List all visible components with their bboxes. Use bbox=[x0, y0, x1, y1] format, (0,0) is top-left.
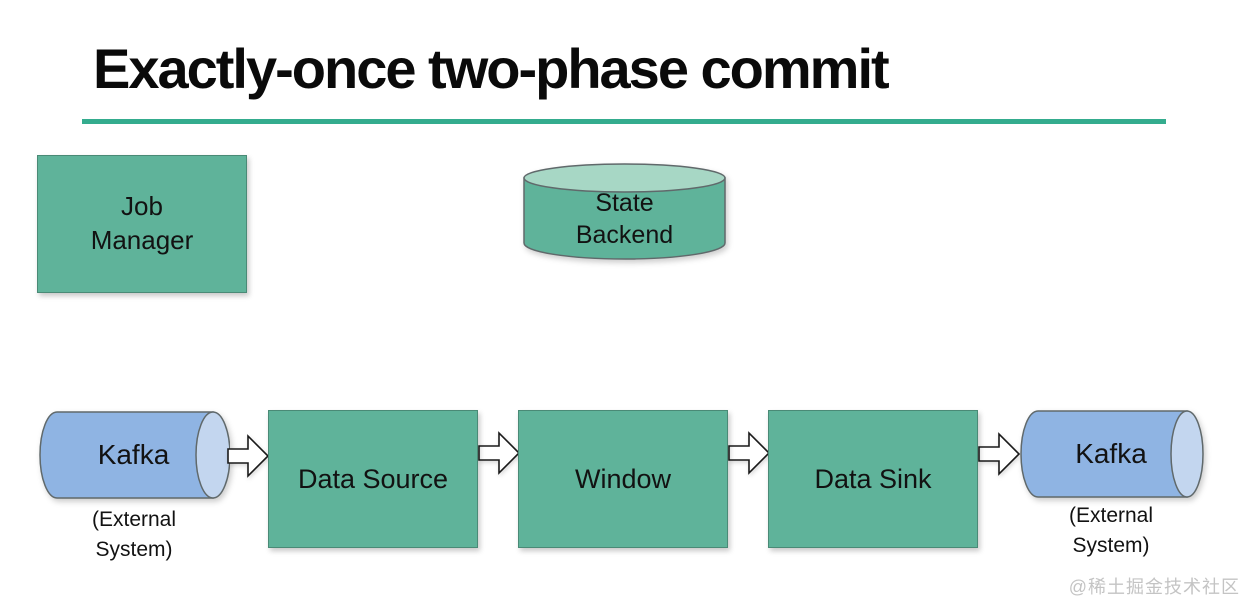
arrow-shape bbox=[227, 434, 269, 478]
cylinder-cap bbox=[1170, 410, 1204, 498]
cylinder-body bbox=[523, 177, 726, 260]
window-label: Window bbox=[574, 463, 672, 494]
node-kafka-sink: Kafka bbox=[1018, 409, 1204, 499]
arrow-shape bbox=[978, 432, 1020, 476]
pipe-cylinder-icon bbox=[1020, 410, 1204, 498]
arrow-shape bbox=[478, 431, 520, 475]
cylinder-body bbox=[1020, 410, 1188, 498]
flow-arrow-icon bbox=[978, 432, 1020, 476]
pipe-cylinder-icon bbox=[39, 411, 230, 499]
state-backend-label: State Backend bbox=[575, 188, 674, 250]
flow-arrow-icon bbox=[227, 434, 269, 478]
cylinder-body bbox=[39, 411, 214, 499]
kafka-source-label: Kafka bbox=[97, 439, 170, 470]
cylinder-top bbox=[523, 163, 726, 193]
job-manager-label: Job Manager bbox=[90, 191, 194, 255]
kafka-source-external-note: (External System) bbox=[91, 508, 177, 561]
node-state-backend: State Backend bbox=[522, 162, 727, 262]
data-source-label: Data Source bbox=[297, 463, 449, 494]
kafka-sink-label: Kafka bbox=[1075, 438, 1147, 469]
flow-arrow-icon bbox=[728, 431, 770, 475]
flow-arrow-icon bbox=[478, 431, 520, 475]
cylinder-cap bbox=[195, 411, 230, 499]
data-sink-label: Data Sink bbox=[814, 463, 932, 494]
watermark: @稀土掘金技术社区 bbox=[1068, 577, 1240, 597]
database-cylinder-icon bbox=[523, 163, 726, 260]
node-window: Window bbox=[518, 410, 728, 548]
slide-title: Exactly-once two-phase commit bbox=[93, 37, 890, 100]
title-underline bbox=[82, 119, 1166, 124]
node-job-manager: Job Manager bbox=[37, 155, 247, 293]
kafka-sink-external-note: (External System) bbox=[1068, 504, 1154, 557]
arrow-shape bbox=[728, 431, 770, 475]
node-kafka-source: Kafka bbox=[37, 410, 230, 500]
node-data-source: Data Source bbox=[268, 410, 478, 548]
node-data-sink: Data Sink bbox=[768, 410, 978, 548]
